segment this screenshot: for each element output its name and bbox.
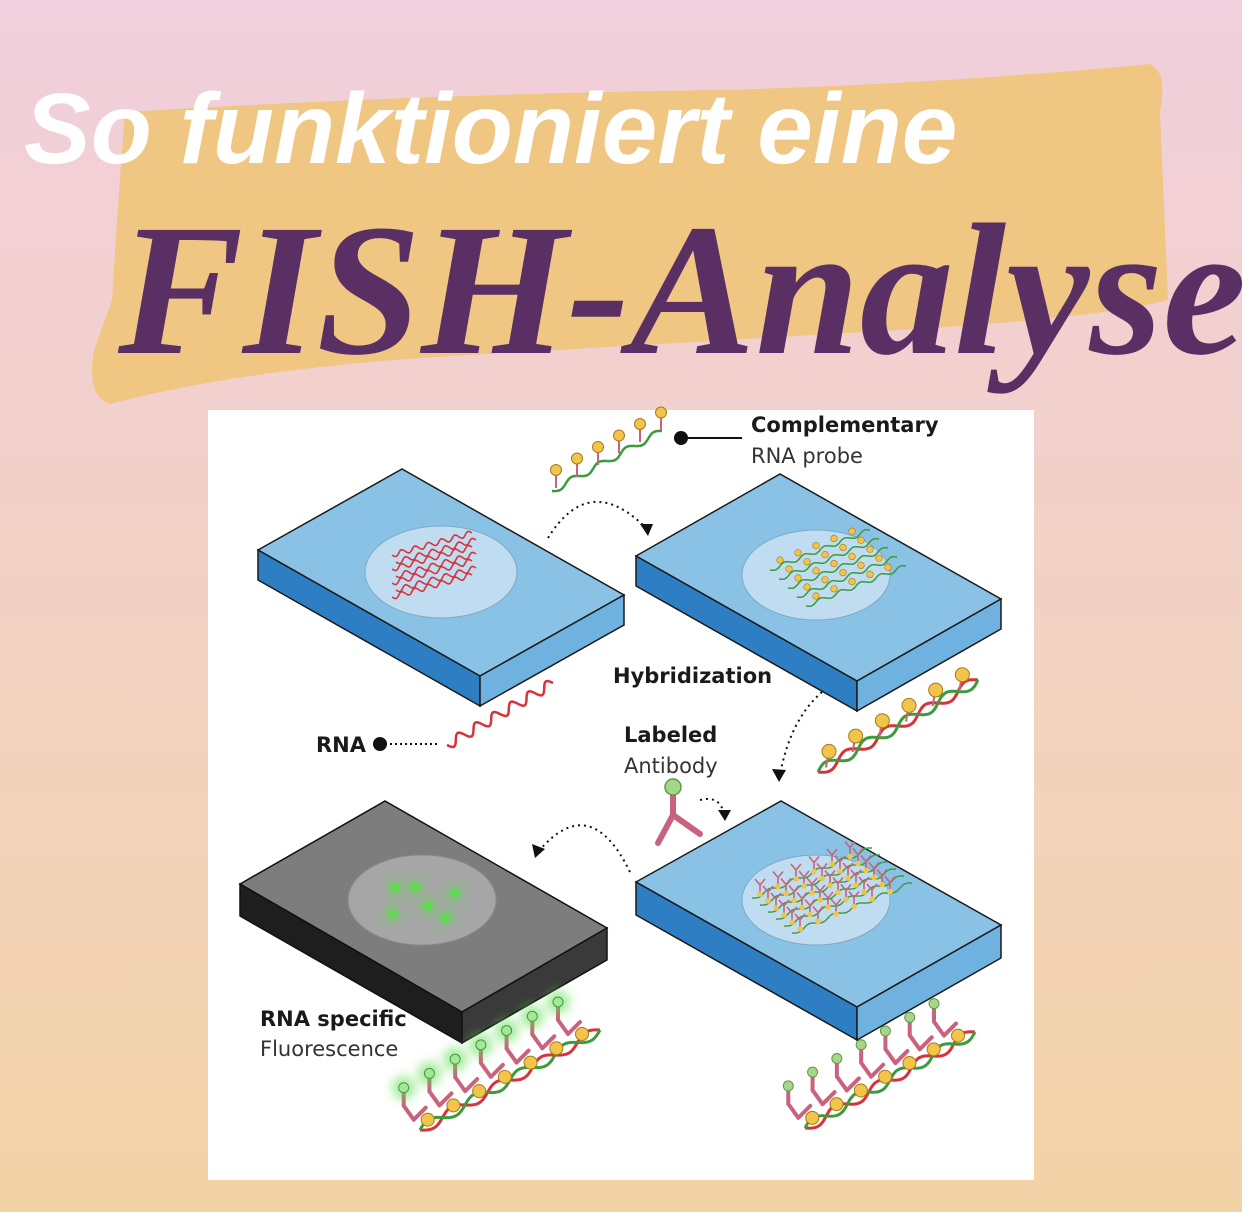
- label-antibody-sub: Antibody: [624, 754, 718, 778]
- slide-hybridized: [634, 473, 1003, 713]
- antibody-duplex-icon: [782, 998, 977, 1130]
- antibody-icon: [655, 778, 703, 846]
- process-arrows: [537, 501, 823, 873]
- label-result-sub: Fluorescence: [260, 1037, 398, 1061]
- fluorescent-duplex-icon: [391, 990, 602, 1132]
- slide-fluorescence: [238, 800, 609, 1045]
- title-highlight-brush: [92, 64, 1168, 404]
- label-rna: RNA: [316, 733, 367, 757]
- rna-icon: [446, 679, 554, 749]
- label-antibody-title: Labeled: [624, 723, 717, 747]
- label-hybridization: Hybridization: [613, 664, 772, 688]
- sample-rna-strands: [391, 530, 477, 600]
- slide-antibody: [634, 800, 1003, 1042]
- arrow-to-antibody-step: [779, 691, 823, 776]
- arrow-heads: [532, 524, 786, 858]
- title-line-1: So funktioniert eine: [24, 73, 957, 185]
- probe-icon: [550, 406, 667, 493]
- rna-leader-dot: [373, 737, 387, 751]
- label-probe-title: Complementary: [751, 413, 939, 437]
- label-result-title: RNA specific: [260, 1007, 407, 1031]
- header: So funktioniert eine FISH-Analyse: [24, 64, 1242, 404]
- probe-leader-dot: [674, 431, 688, 445]
- arrow-to-hybridization: [547, 501, 649, 539]
- arrow-to-fluorescence: [537, 824, 631, 873]
- title-line-2: FISH-Analyse: [117, 185, 1242, 394]
- fluorescent-dots: [384, 878, 464, 927]
- slide-rna: [256, 468, 626, 708]
- antibody-probe-mesh: [751, 840, 913, 934]
- label-probe-sub: RNA probe: [751, 444, 863, 468]
- hybridized-duplex-icon: [816, 667, 980, 774]
- hybridized-probes: [769, 527, 907, 608]
